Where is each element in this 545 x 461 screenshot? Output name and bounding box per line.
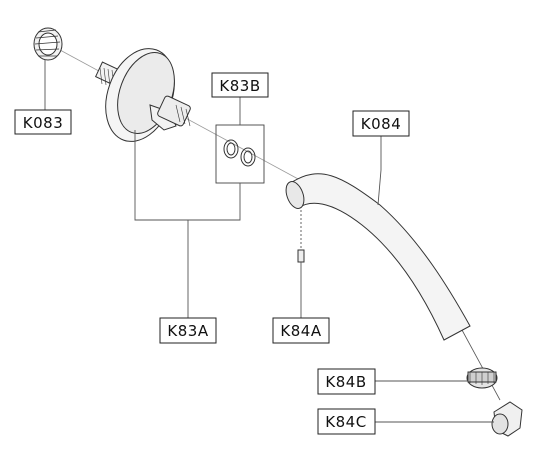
label-k83a-text: K83A [167,322,208,340]
o-ring-group-box [215,124,265,184]
label-k84a-text: K84A [280,322,321,340]
arm-fitting-part [157,95,191,127]
set-screw-part [297,210,305,263]
shower-arm-part [285,173,471,341]
label-k083: K083 [14,109,72,135]
adapter-nut-part [491,401,523,437]
label-k83b-text: K83B [219,77,260,95]
label-k83a: K83A [159,317,217,344]
leader-line-k084 [377,136,382,206]
assembly-axis-line-lower [461,329,501,401]
label-k84c-text: K84C [325,413,366,431]
swivel-ball-part [466,367,498,389]
bracket-k83a [134,130,241,221]
label-k84b: K84B [317,368,376,395]
escutcheon-flange-part [105,48,177,142]
label-k084-text: K084 [361,115,401,133]
label-k84c: K84C [317,408,376,435]
label-k083-text: K083 [23,114,63,132]
label-k84a: K84A [272,317,330,344]
label-k84b-text: K84B [325,373,366,391]
threaded-nut-part [33,27,63,61]
o-ring-part [223,139,256,167]
label-k83b: K83B [211,72,269,98]
label-k084: K084 [352,110,410,137]
